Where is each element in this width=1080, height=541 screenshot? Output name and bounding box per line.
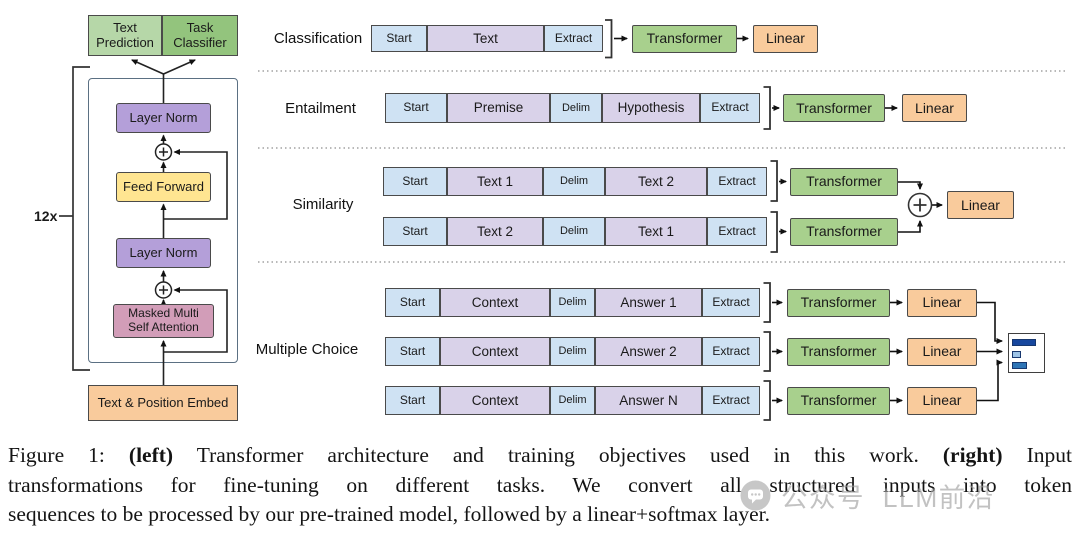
token-start: Start (383, 167, 447, 196)
token-extract: Extract (544, 25, 603, 52)
token-start: Start (385, 288, 440, 317)
caption-segment: transformations for fine-tuning on diffe… (8, 472, 1072, 497)
token-hypothesis: Hypothesis (602, 93, 700, 123)
token-text: Text (427, 25, 544, 52)
chat-bubble-icon (740, 480, 771, 511)
layer-norm-bottom-box: Layer Norm (116, 238, 211, 268)
embed-box: Text & Position Embed (88, 385, 238, 421)
transformer-box: Transformer (790, 217, 898, 246)
transformer-box: Transformer (783, 94, 885, 122)
softmax-bars-box (1008, 333, 1045, 373)
token-extract: Extract (702, 337, 760, 366)
token-delim: Delim (550, 337, 595, 366)
token-answer-n: Answer N (595, 386, 702, 415)
figure-caption: Figure 1: (left) Transformer architectur… (8, 441, 1072, 530)
transformer-box: Transformer (632, 24, 737, 53)
token-answer-1: Answer 1 (595, 288, 702, 317)
token-start: Start (371, 25, 427, 52)
token-extract: Extract (702, 288, 760, 317)
token-extract: Extract (700, 93, 760, 123)
caption-segment: Transformer architecture and training ob… (173, 443, 943, 467)
section-label-classification: Classification (273, 29, 363, 47)
text-prediction-box: Text Prediction (88, 15, 162, 56)
caption-line-3: sequences to be processed by our pre-tra… (8, 500, 1072, 530)
token-premise: Premise (447, 93, 550, 123)
caption-line-2: transformations for fine-tuning on diffe… (8, 471, 1072, 501)
token-text-2: Text 2 (447, 217, 543, 246)
section-label-similarity: Similarity (292, 195, 354, 213)
caption-segment: Figure 1: (8, 443, 129, 467)
token-delim: Delim (543, 217, 605, 246)
linear-box: Linear (947, 191, 1014, 219)
linear-box: Linear (907, 337, 977, 366)
linear-box: Linear (907, 288, 977, 317)
softmax-bar (1012, 339, 1036, 346)
token-extract: Extract (707, 167, 767, 196)
token-extract: Extract (707, 217, 767, 246)
feed-forward-box: Feed Forward (116, 172, 211, 202)
masked-attention-box: Masked Multi Self Attention (113, 304, 214, 338)
transformer-box: Transformer (787, 337, 890, 366)
linear-box: Linear (907, 386, 977, 415)
layer-norm-top-box: Layer Norm (116, 103, 211, 133)
task-classifier-box: Task Classifier (162, 15, 238, 56)
watermark-text: 公众号 LLM前沿 (781, 483, 995, 513)
softmax-bar (1012, 350, 1021, 358)
caption-segment: sequences to be processed by our pre-tra… (8, 502, 770, 526)
token-text-1: Text 1 (447, 167, 543, 196)
repeat-12x-label: 12x (34, 208, 58, 224)
softmax-bar (1012, 361, 1027, 369)
transformer-box: Transformer (787, 386, 890, 415)
token-delim: Delim (550, 288, 595, 317)
watermark: 公众号 LLM前沿 (740, 476, 995, 515)
caption-bold-segment: (right) (942, 443, 1003, 467)
caption-line-1: Figure 1: (left) Transformer architectur… (8, 441, 1072, 471)
caption-bold-segment: (left) (128, 443, 174, 467)
token-start: Start (385, 386, 440, 415)
token-delim: Delim (550, 386, 595, 415)
token-delim: Delim (543, 167, 605, 196)
token-start: Start (385, 337, 440, 366)
token-context: Context (440, 386, 550, 415)
token-extract: Extract (702, 386, 760, 415)
section-label-entailment: Entailment (285, 99, 356, 117)
token-text-1: Text 1 (605, 217, 707, 246)
linear-box: Linear (753, 24, 818, 53)
section-label-multiple-choice: Multiple Choice (255, 340, 359, 358)
token-text-2: Text 2 (605, 167, 707, 196)
transformer-box: Transformer (790, 167, 898, 196)
linear-box: Linear (902, 94, 967, 122)
token-context: Context (440, 337, 550, 366)
token-answer-2: Answer 2 (595, 337, 702, 366)
transformer-box: Transformer (787, 288, 890, 317)
token-context: Context (440, 288, 550, 317)
token-delim: Delim (550, 93, 602, 123)
sum-plus-icon (907, 192, 933, 218)
caption-segment: Input (1002, 443, 1072, 467)
token-start: Start (383, 217, 447, 246)
token-start: Start (385, 93, 447, 123)
